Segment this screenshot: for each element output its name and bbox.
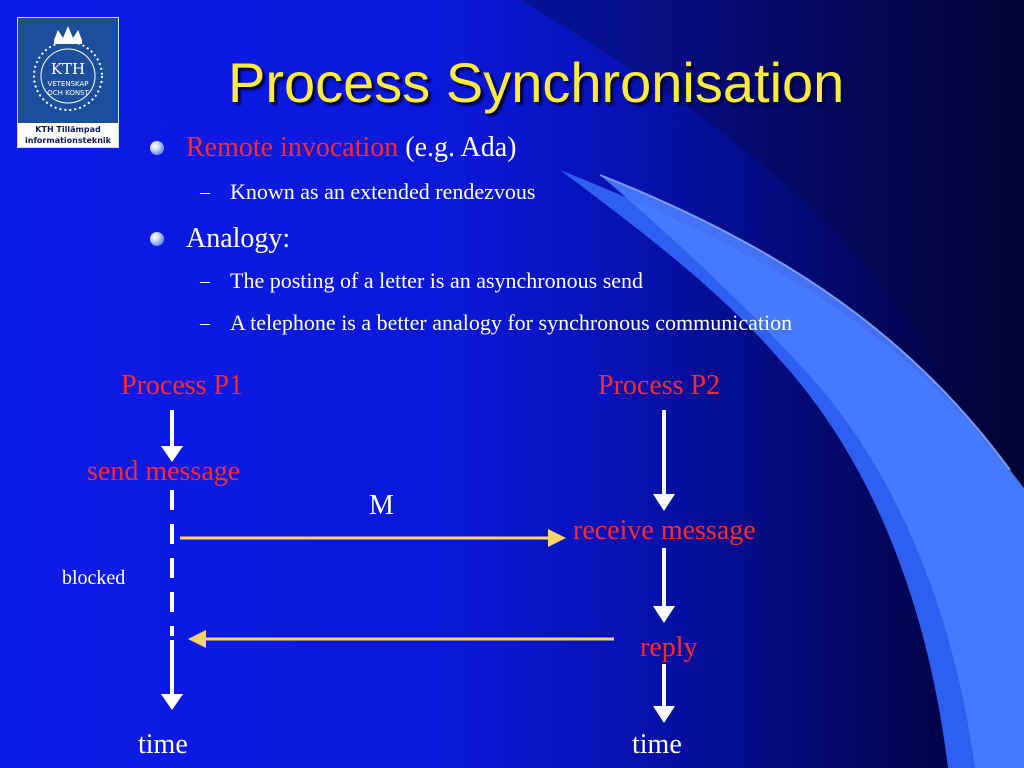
arrowhead-icon [548, 529, 566, 547]
kth-logo: KTH VETENSKAP OCH KONST KTH Tillämpad in… [17, 17, 119, 148]
arrowhead-icon [161, 694, 183, 710]
label-message: M [369, 490, 394, 521]
label-blocked: blocked [62, 567, 126, 589]
label-time-p1: time [138, 729, 188, 760]
kth-logo-emblem: KTH VETENSKAP OCH KONST [18, 18, 118, 123]
label-send-message: send message [87, 456, 241, 487]
crown-icon: KTH VETENSKAP OCH KONST [33, 26, 103, 111]
arrowhead-icon [653, 606, 675, 623]
slide-title: Process Synchronisation [228, 51, 845, 114]
svg-text:VETENSKAP: VETENSKAP [47, 80, 88, 88]
arrowhead-icon [653, 706, 675, 723]
label-receive-message: receive message [573, 515, 756, 546]
arrowhead-icon [653, 494, 675, 511]
label-time-p2: time [632, 729, 682, 760]
logo-word: KTH [51, 60, 85, 78]
svg-text:OCH KONST: OCH KONST [47, 89, 89, 97]
label-process-p2: Process P2 [598, 370, 721, 401]
logo-caption: KTH Tillämpad informationsteknik [25, 125, 111, 145]
arrowhead-icon [188, 630, 206, 648]
label-process-p1: Process P1 [121, 370, 244, 401]
label-reply: reply [640, 632, 698, 663]
arrowhead-icon [161, 446, 183, 462]
